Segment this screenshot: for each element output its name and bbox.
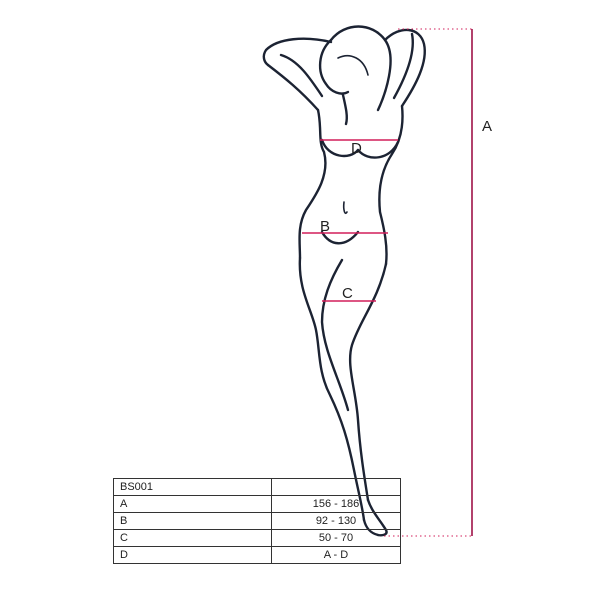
size-value: 50 - 70 xyxy=(271,529,401,547)
table-row: A 156 - 186 xyxy=(113,495,401,513)
label-d: D xyxy=(351,140,362,157)
table-row: B 92 - 130 xyxy=(113,512,401,530)
label-c: C xyxy=(342,285,353,302)
size-value: 156 - 186 xyxy=(271,495,401,513)
size-key: C xyxy=(113,529,272,547)
label-a: A xyxy=(482,118,492,135)
table-row: C 50 - 70 xyxy=(113,529,401,547)
table-row: D A - D xyxy=(113,546,401,564)
size-table-title: BS001 xyxy=(113,478,272,496)
label-b: B xyxy=(320,218,330,235)
size-value: A - D xyxy=(271,546,401,564)
size-key: D xyxy=(113,546,272,564)
size-value: 92 - 130 xyxy=(271,512,401,530)
size-table: BS001 A 156 - 186 B 92 - 130 C 50 - 70 D… xyxy=(113,478,401,564)
size-table-header-row: BS001 xyxy=(113,478,401,496)
size-key: A xyxy=(113,495,272,513)
size-key: B xyxy=(113,512,272,530)
body-outline xyxy=(262,25,426,537)
size-table-header-empty xyxy=(271,478,401,496)
